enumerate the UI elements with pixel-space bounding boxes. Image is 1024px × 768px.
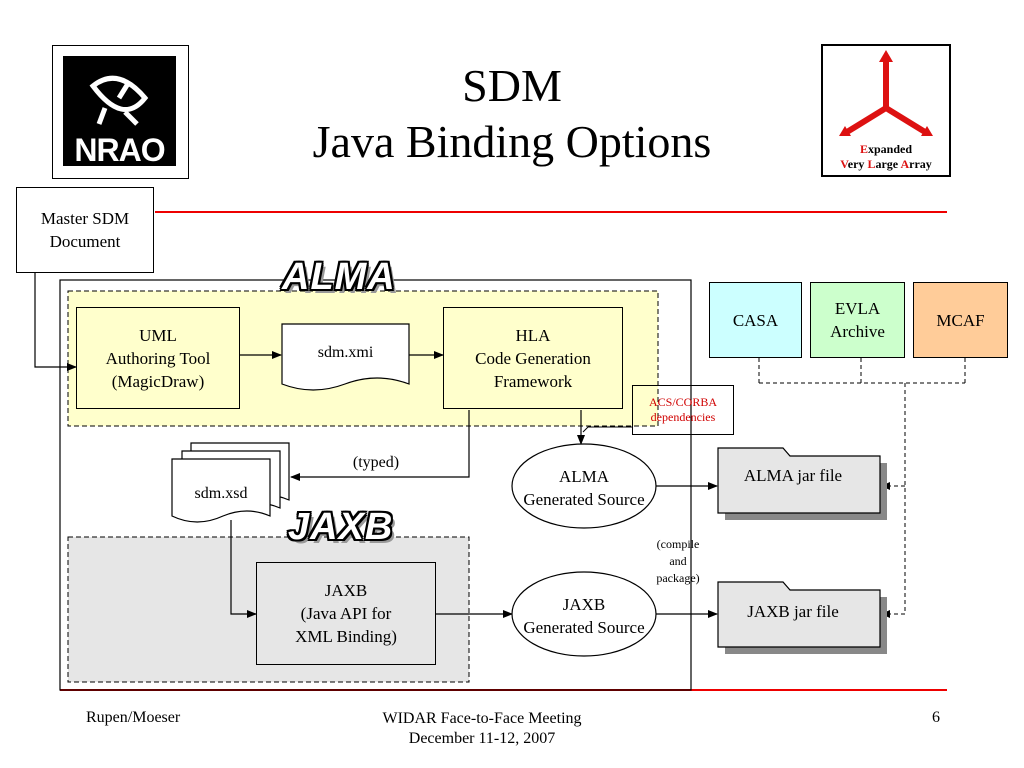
consumer-connectors — [758, 358, 966, 615]
acs-line-1: ACS/CORBA — [648, 395, 718, 409]
footer-page-number: 6 — [932, 709, 940, 726]
jaxb-gen-line-1: JAXB — [562, 595, 606, 614]
sdm-xmi-shape — [281, 323, 410, 391]
evla-array-icon — [839, 50, 933, 136]
compile-line-2: and — [669, 554, 687, 568]
compile-and-package-note: (compile and package) — [642, 536, 714, 587]
alma-gen-line-1: ALMA — [558, 467, 610, 486]
acs-line-2: dependencies — [650, 410, 716, 424]
hla-line-3: Framework — [493, 371, 573, 391]
mcaf-box: MCAF — [913, 282, 1008, 358]
uml-authoring-tool-box: UML Authoring Tool (MagicDraw) — [76, 307, 240, 409]
evla-archive-line-2: Archive — [830, 322, 885, 341]
jaxb-jar-folder-icon — [717, 581, 887, 654]
master-sdm-document-box: Master SDM Document — [16, 187, 154, 273]
jaxb-line-2: (Java API for — [300, 604, 392, 623]
typed-label: (typed) — [352, 454, 400, 471]
jaxb-generated-source-ellipse — [511, 571, 657, 657]
footer-meeting: WIDAR Face-to-Face Meeting December 11-1… — [332, 709, 632, 749]
alma-region-label: ALMA — [282, 256, 396, 298]
alma-gen-line-2: Generated Source — [523, 490, 645, 509]
master-to-uml-arrow — [34, 272, 77, 371]
radio-dish-icon — [89, 75, 149, 126]
alma-generated-source-label: ALMA Generated Source — [512, 465, 656, 511]
slide-title: SDM Java Binding Options — [200, 58, 824, 170]
evla-logo-line-1: Expanded — [859, 142, 913, 156]
acs-corba-callout: ACS/CORBA dependencies — [632, 385, 734, 435]
footer-author: Rupen/Moeser — [86, 709, 181, 726]
hla-to-xsd-arrow — [290, 410, 470, 481]
sdm-xsd-shape — [171, 442, 290, 523]
hla-framework-box: HLA Code Generation Framework — [443, 307, 623, 409]
nrao-logo-text: NRAO — [74, 132, 165, 168]
jaxb-jar-label: JAXB jar file — [747, 602, 839, 621]
hla-line-1: HLA — [515, 325, 551, 345]
alma-jar-label: ALMA jar file — [743, 466, 843, 485]
outer-frame — [59, 279, 692, 691]
acs-callout-pointer — [582, 426, 632, 433]
uml-line-2: Authoring Tool — [105, 348, 211, 368]
alma-jar-folder-icon — [717, 447, 887, 520]
evla-logo-line-2: Very Large Array — [840, 157, 932, 171]
sdm-xmi-label: sdm.xmi — [317, 344, 374, 361]
sdm-xsd-label: sdm.xsd — [194, 485, 248, 502]
uml-line-3: (MagicDraw) — [111, 371, 205, 391]
footer-meeting-line-1: WIDAR Face-to-Face Meeting — [382, 710, 582, 727]
evla-archive-line-1: EVLA — [834, 299, 881, 318]
master-doc-line-1: Master SDM — [40, 209, 130, 228]
evla-archive-box: EVLA Archive — [810, 282, 905, 358]
jaxb-binding-box: JAXB (Java API for XML Binding) — [256, 562, 436, 665]
jaxb-region-label: JAXB — [288, 506, 394, 548]
footer-meeting-line-2: December 11-12, 2007 — [408, 730, 556, 747]
title-line-2: Java Binding Options — [312, 116, 712, 167]
jaxb-line-3: XML Binding) — [295, 627, 397, 646]
nrao-logo: NRAO — [52, 45, 189, 179]
evla-logo: Expanded Very Large Array — [821, 44, 951, 177]
uml-line-1: UML — [139, 325, 177, 345]
compile-line-1: (compile — [656, 537, 700, 551]
casa-box: CASA — [709, 282, 802, 358]
master-doc-line-2: Document — [49, 232, 121, 251]
title-line-1: SDM — [462, 60, 562, 111]
compile-line-3: package) — [656, 571, 700, 585]
hla-line-2: Code Generation — [475, 348, 591, 368]
jaxb-gen-line-2: Generated Source — [523, 618, 645, 637]
jaxb-line-1: JAXB — [324, 581, 368, 600]
xsd-to-jaxb-arrow — [230, 520, 257, 618]
alma-generated-source-ellipse — [511, 443, 657, 529]
jaxb-generated-source-label: JAXB Generated Source — [512, 593, 656, 639]
